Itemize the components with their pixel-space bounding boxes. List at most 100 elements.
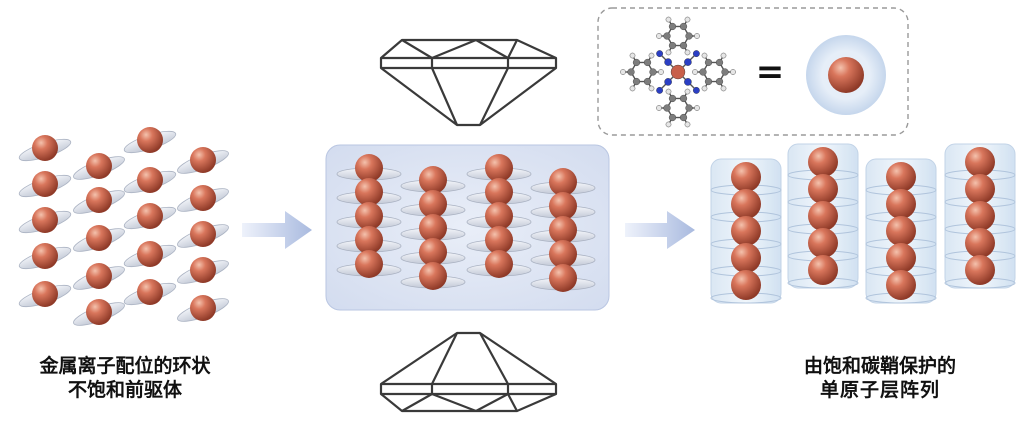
metal-atom	[86, 263, 112, 289]
metal-atom	[731, 189, 761, 219]
sheathed-array	[710, 143, 1016, 304]
precursor-unit	[18, 171, 72, 198]
molecule-atom	[715, 77, 724, 86]
precursor-unit	[177, 295, 229, 322]
precursor-unit	[73, 299, 125, 326]
metal-atom	[549, 216, 577, 244]
metal-atom	[86, 153, 112, 179]
molecule-atom	[643, 77, 652, 86]
molecule-atom	[715, 58, 724, 67]
molecule-atom	[620, 69, 626, 75]
molecule-atom	[730, 69, 736, 75]
molecule-atom	[665, 16, 672, 23]
metal-atom	[731, 243, 761, 273]
molecule-atom	[692, 50, 700, 58]
metal-atom	[886, 189, 916, 219]
stacked-array	[336, 154, 596, 292]
metal-atom	[549, 240, 577, 268]
molecule-atom	[684, 49, 691, 56]
molecule-atom	[632, 77, 641, 86]
metal-atom	[190, 295, 216, 321]
metal-atom	[965, 174, 995, 204]
metal-atom	[419, 214, 447, 242]
metal-atom	[32, 207, 58, 233]
metal-atom	[549, 264, 577, 292]
molecule-atom	[685, 104, 693, 112]
molecule-atom	[684, 88, 691, 95]
molecule-atom	[679, 94, 688, 103]
precursor-cluster	[18, 127, 229, 326]
arrow-right-icon	[625, 211, 695, 249]
molecule-atom	[684, 16, 691, 23]
metal-atom	[137, 279, 163, 305]
metal-atom	[485, 226, 513, 254]
molecule-atom	[699, 68, 707, 76]
metal-atom	[965, 147, 995, 177]
molecule-atom	[665, 121, 672, 128]
metal-atom	[419, 238, 447, 266]
precursor-unit	[123, 203, 177, 230]
carbon-sheath-column	[787, 143, 859, 289]
metal-atom	[137, 241, 163, 267]
molecule-atom	[658, 69, 664, 75]
precursor-unit	[73, 263, 125, 290]
molecule-atom	[665, 88, 672, 95]
molecule-atom	[656, 33, 662, 39]
metal-atom	[808, 147, 838, 177]
metal-atom	[549, 168, 577, 196]
metal-atom	[965, 228, 995, 258]
molecule-atom	[668, 22, 677, 31]
carbon-sheath-column	[944, 143, 1016, 289]
metal-atom	[32, 135, 58, 161]
metal-atom	[355, 226, 383, 254]
molecule-atom	[704, 58, 713, 67]
precursor-unit	[123, 167, 177, 194]
metal-atom	[86, 225, 112, 251]
molecule-atom	[720, 52, 727, 59]
molecule-atom	[679, 113, 688, 122]
metal-atom	[355, 250, 383, 278]
molecule-atom	[704, 77, 713, 86]
molecule-atom	[648, 85, 655, 92]
metal-atom	[137, 167, 163, 193]
molecule-atom	[679, 22, 688, 31]
molecule-atom	[656, 86, 664, 94]
metal-atom	[419, 262, 447, 290]
metal-atom	[808, 255, 838, 285]
molecule-atom	[684, 58, 692, 66]
metal-atom	[886, 216, 916, 246]
precursor-caption-line-2: 不饱和前驱体	[67, 379, 182, 401]
molecule-atom	[643, 58, 652, 67]
metal-atom	[485, 178, 513, 206]
precursor-unit	[73, 187, 125, 214]
molecule-atom	[665, 49, 672, 56]
molecule-atom	[668, 113, 677, 122]
molecule-atom	[670, 64, 686, 80]
metal-atom	[419, 190, 447, 218]
carbon-sheath-column	[865, 158, 937, 304]
metal-atom	[886, 162, 916, 192]
metal-atom	[137, 127, 163, 153]
precursor-caption-line-1: 金属离子配位的环状	[39, 355, 211, 377]
metal-atom	[485, 202, 513, 230]
metal-atom	[485, 154, 513, 182]
equals-sign: =	[756, 52, 785, 92]
molecule-atom	[721, 68, 729, 76]
prism-bottom-icon	[379, 331, 558, 413]
molecule-atom	[694, 105, 700, 111]
molecule-atom	[694, 33, 700, 39]
metal-atom	[808, 228, 838, 258]
metal-atom	[731, 270, 761, 300]
precursor-unit	[123, 279, 177, 306]
molecule-atom	[684, 78, 692, 86]
molecule-atom	[679, 41, 688, 50]
molecule-atom	[668, 41, 677, 50]
precursor-unit	[123, 127, 177, 154]
molecule-atom	[656, 105, 662, 111]
metal-atom	[86, 299, 112, 325]
metal-atom	[965, 255, 995, 285]
metal-atom	[137, 203, 163, 229]
molecule-atom	[663, 104, 671, 112]
molecule-atom	[692, 86, 700, 94]
precursor-unit	[123, 241, 177, 268]
